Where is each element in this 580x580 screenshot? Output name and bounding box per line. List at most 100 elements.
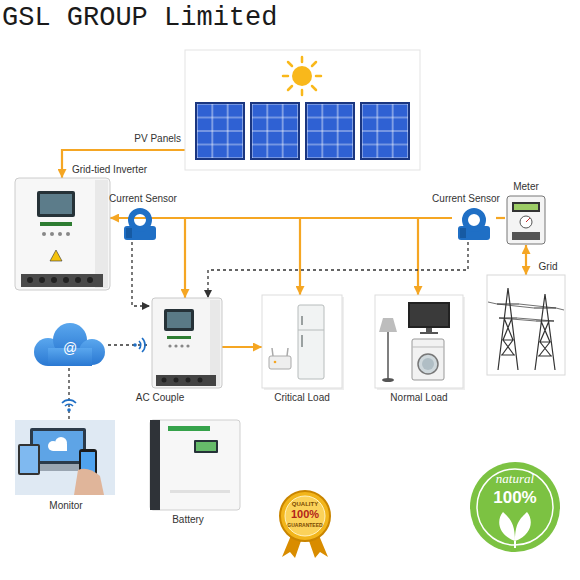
node-label: Monitor — [49, 500, 82, 512]
critical-load-picture-part — [287, 348, 288, 356]
pv-array-picture-part — [197, 104, 243, 158]
inverter-picture-part — [21, 274, 103, 287]
pv-array-picture-part-part — [288, 62, 292, 66]
current-sensor-picture-part — [131, 211, 149, 229]
node-label: PV Panels — [134, 133, 181, 145]
meter-picture-part — [526, 218, 530, 222]
normal-load-picture-part — [410, 304, 448, 326]
pv-array-picture-part — [362, 104, 408, 158]
critical-load-picture-part — [272, 348, 273, 356]
power-line — [222, 346, 262, 348]
grid-picture-part-part — [497, 288, 519, 370]
badge-text: 100% — [291, 508, 319, 521]
power-line — [62, 150, 185, 178]
current-sensor-picture-part — [126, 228, 132, 238]
pv-array-picture-part — [360, 102, 410, 160]
node-label: AC Couple — [136, 392, 184, 404]
normal-load-picture — [375, 295, 465, 390]
inverter-picture-part — [51, 277, 57, 283]
inverter: Grid-tied Inverter — [15, 178, 110, 290]
pv-array-picture-part-part — [316, 75, 321, 78]
meter-picture-part — [520, 216, 532, 228]
ac-couple-picture-part — [174, 378, 179, 383]
battery-picture-part — [168, 426, 210, 431]
critical-load-picture-part — [298, 330, 324, 331]
wifi-symbol — [133, 338, 145, 352]
normal-load-picture-part — [426, 328, 432, 332]
inverter-picture-part — [58, 232, 62, 236]
ac-couple-picture-part — [180, 344, 183, 347]
watermark: GSL GROUP Limited — [2, 3, 277, 34]
pv-array-picture-part — [250, 102, 300, 160]
critical-load-picture-part — [301, 316, 303, 325]
ac-couple: AC Couple — [150, 298, 222, 388]
normal-load-picture-part — [422, 358, 434, 370]
meter-picture-part — [512, 232, 540, 240]
monitor-picture-part — [53, 444, 67, 451]
ac-couple-picture-part — [186, 344, 189, 347]
monitor-picture-part — [20, 446, 38, 473]
cloud-picture — [34, 323, 105, 366]
node-label: Current Sensor — [432, 193, 500, 205]
normal-load-picture-part — [375, 295, 463, 388]
inverter-picture-part — [15, 178, 110, 290]
node-label: Meter — [513, 181, 539, 193]
pv-array-picture-part — [292, 66, 312, 86]
wifi-symbol-part — [139, 338, 145, 352]
critical-load-picture-part — [262, 295, 342, 388]
node-label: Battery — [172, 514, 204, 526]
pv-array-picture-part-part — [312, 86, 316, 90]
current-sensor-picture-part — [460, 228, 466, 238]
meter-picture-part — [514, 204, 538, 210]
inverter-picture-part — [50, 250, 62, 261]
pv-array-picture-part — [362, 104, 408, 158]
inverter-picture-part — [40, 222, 72, 226]
node-label: Grid — [539, 261, 558, 273]
inverter-picture-part — [27, 277, 33, 283]
inverter-picture-part — [63, 277, 69, 283]
meter-picture — [507, 196, 545, 244]
current-sensor: Current Sensor — [452, 208, 496, 242]
inverter-picture-part — [87, 277, 93, 283]
ac-couple-picture-part — [167, 312, 191, 328]
pv-panels: PV Panels — [185, 50, 420, 170]
ac-couple-picture-part — [156, 375, 216, 386]
critical-load-picture-part — [274, 361, 277, 364]
battery-picture-part — [170, 490, 230, 493]
badge-text: 100% — [493, 488, 536, 508]
critical-load-picture-part — [298, 305, 324, 379]
critical-load-picture-part — [269, 356, 291, 369]
signal-line — [68, 368, 69, 420]
normal-load: Normal Load — [375, 295, 463, 388]
grid-picture-part — [487, 275, 565, 375]
inverter-picture-part — [40, 194, 72, 214]
pv-array-picture-part — [252, 104, 298, 158]
pv-array-picture-part-part — [301, 90, 304, 95]
ac-couple-picture-part — [168, 344, 171, 347]
meter-picture-part — [512, 202, 540, 212]
current-sensor: Current Sensor — [118, 208, 162, 242]
normal-load-picture-part — [379, 318, 397, 332]
current-sensor-picture — [124, 211, 156, 240]
inverter-picture-part — [66, 232, 70, 236]
signal-line — [108, 344, 150, 345]
ac-couple-picture-part — [167, 336, 191, 339]
grid-picture-part-part — [488, 302, 564, 321]
natural-badge — [470, 462, 560, 552]
node-label: Normal Load — [390, 392, 447, 404]
pv-array-picture-part — [307, 104, 353, 158]
ac-couple-picture-part — [164, 309, 194, 331]
quality-badge-part — [280, 491, 330, 541]
power-line — [110, 218, 185, 298]
node-label: Critical Load — [274, 392, 330, 404]
monitor-picture-part — [33, 431, 83, 461]
normal-load-picture-part — [418, 354, 438, 374]
pv-array-picture-part — [252, 104, 298, 158]
pv-array-picture-part-part — [301, 57, 304, 62]
meter-picture-part — [507, 196, 545, 244]
current-sensor-picture-part — [465, 211, 483, 229]
power-line — [110, 218, 418, 295]
grid: Grid — [487, 275, 565, 375]
